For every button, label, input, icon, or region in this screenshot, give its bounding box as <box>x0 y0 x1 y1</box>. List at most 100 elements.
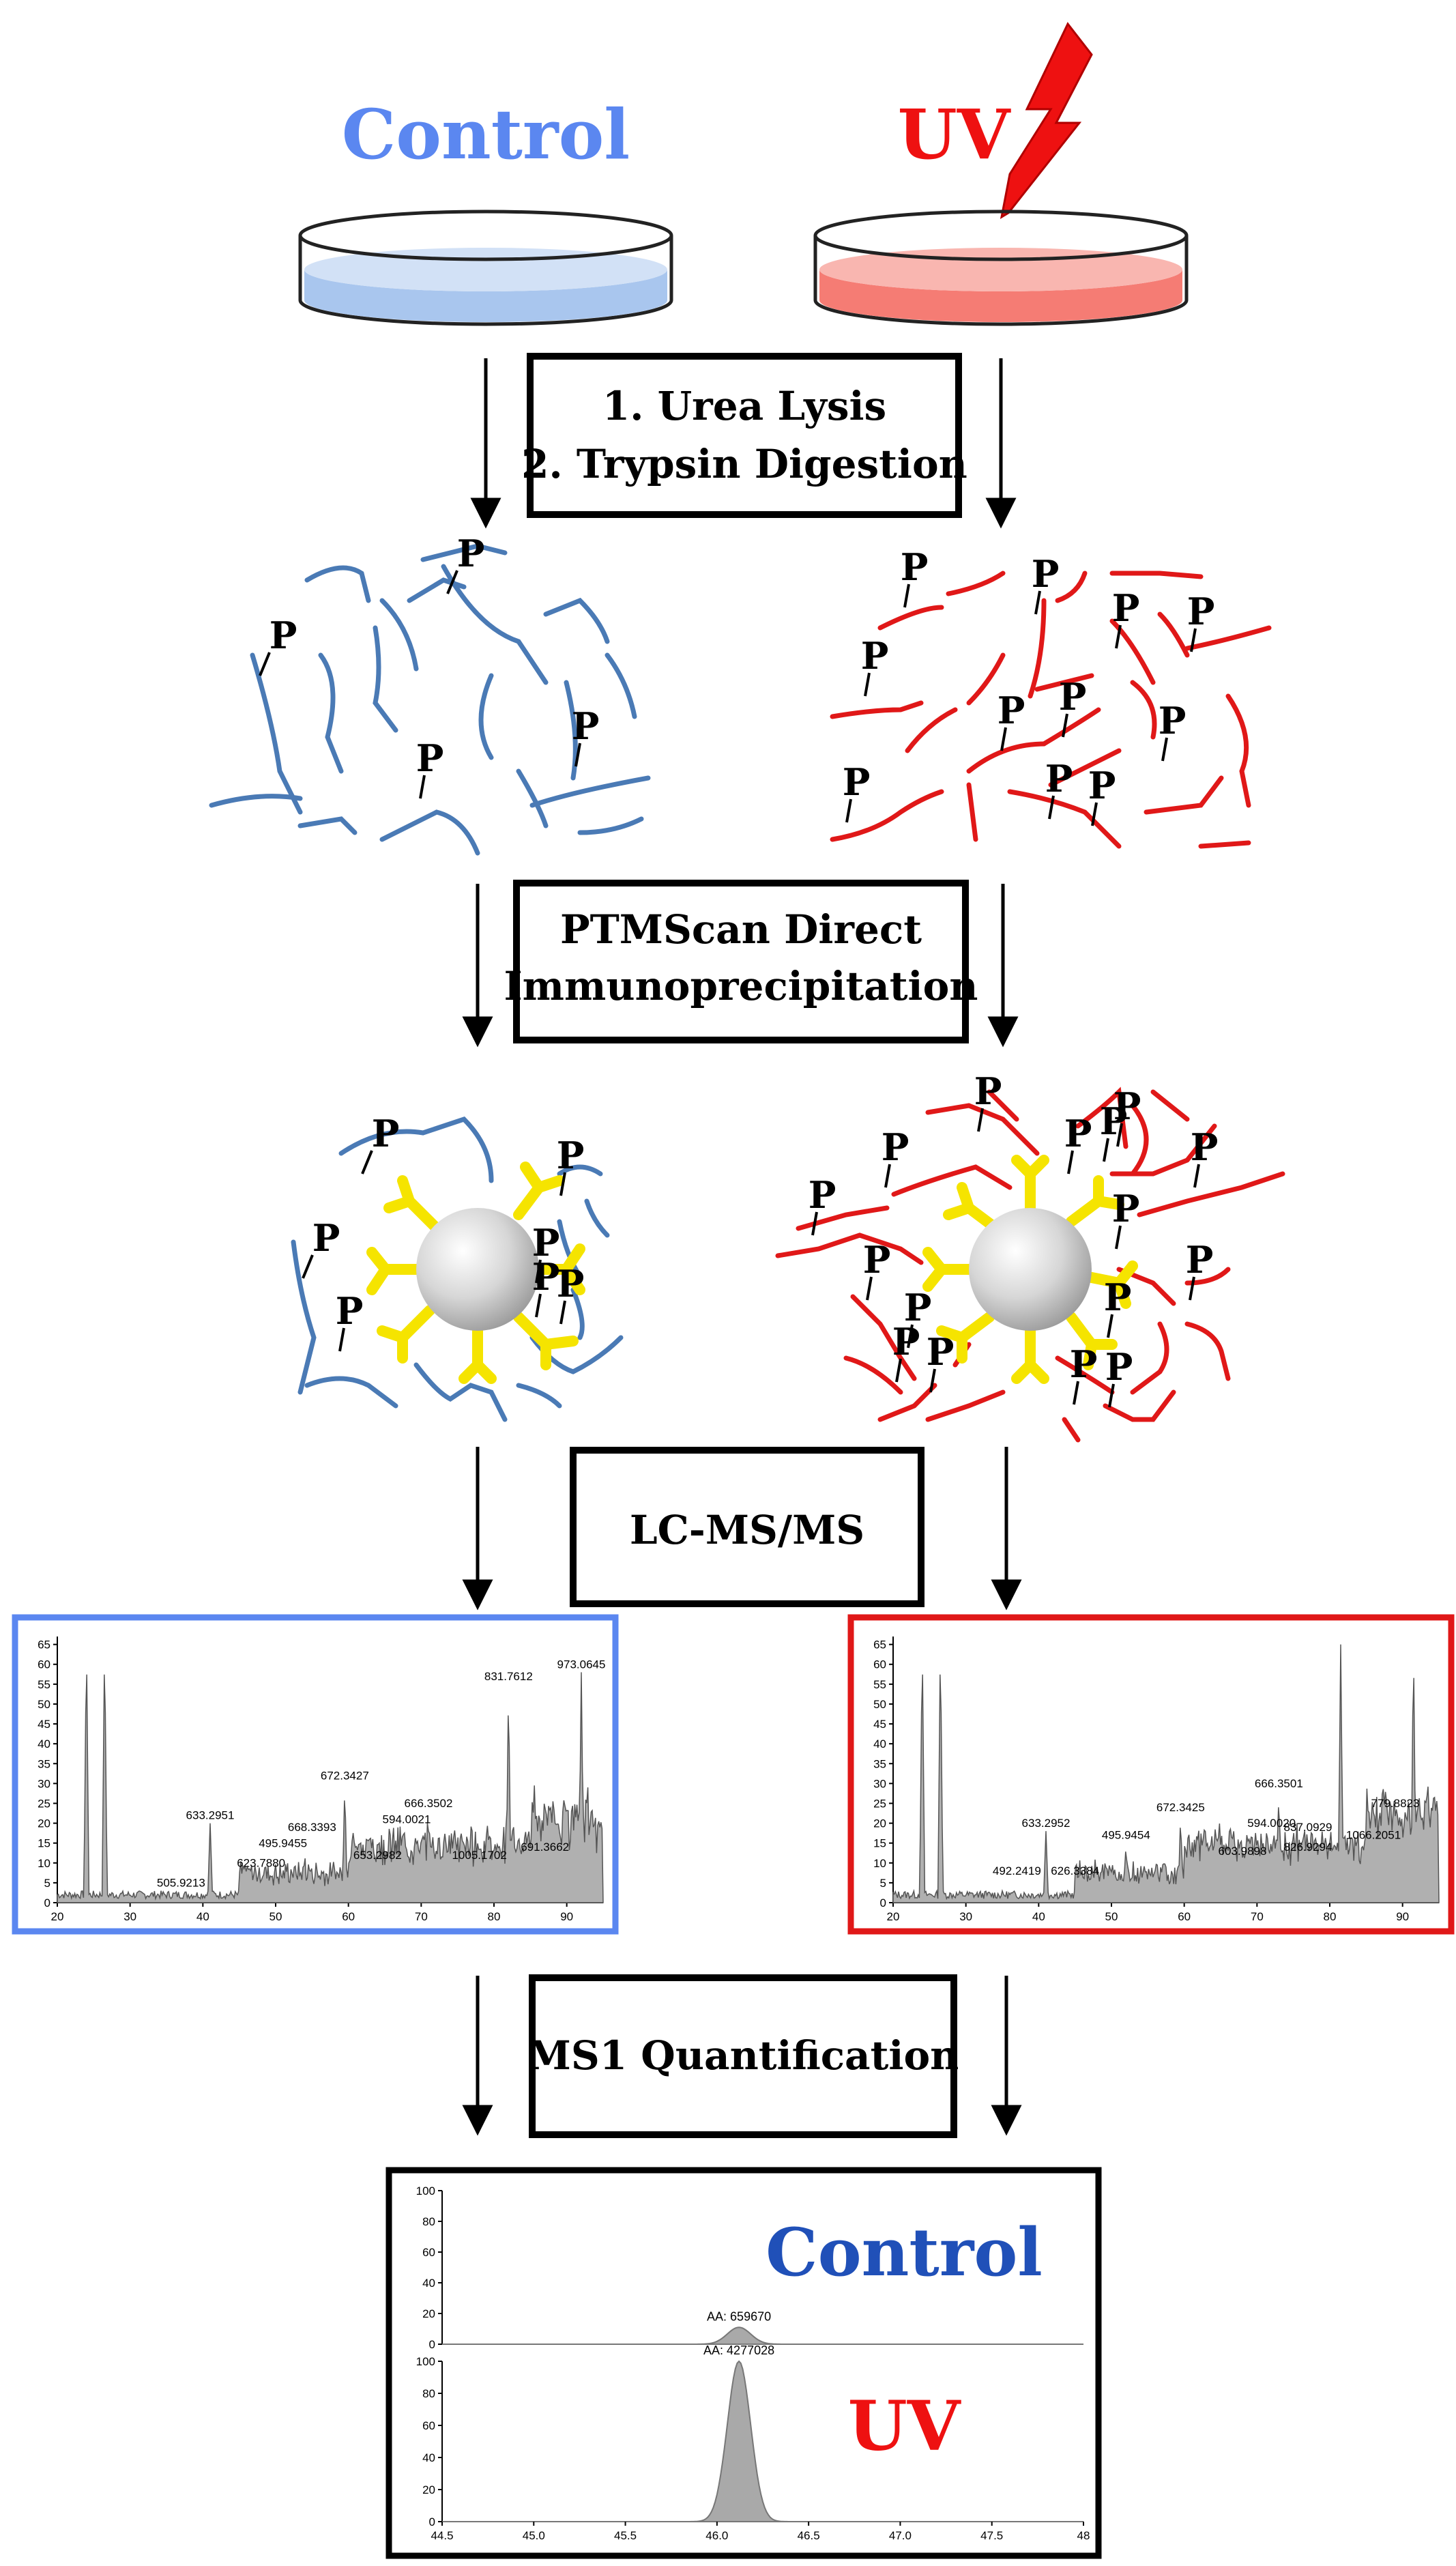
y-tick-label: 60 <box>422 2246 435 2259</box>
phospho-site-marker: P <box>416 736 444 799</box>
phospho-site-marker: P <box>974 1069 1002 1132</box>
phospho-site-marker: P <box>904 1286 932 1349</box>
y-tick-label: 20 <box>873 1817 886 1830</box>
peak-label: 779.8823 <box>1371 1797 1420 1810</box>
x-tick-label: 70 <box>1251 1910 1264 1923</box>
x-tick-label: 20 <box>51 1910 64 1923</box>
y-tick-label: 35 <box>873 1757 886 1770</box>
peak-label: 495.9454 <box>1102 1829 1150 1842</box>
y-tick-label: 65 <box>873 1639 886 1652</box>
x-tick-label: 60 <box>342 1910 355 1923</box>
area-annotation: AA: 4277028 <box>703 2344 774 2357</box>
phospho-site-marker: P <box>1105 1345 1133 1408</box>
phospho-label: P <box>1105 1345 1133 1389</box>
peak-label: 1005.1702 <box>452 1849 506 1862</box>
peak-label: 495.9455 <box>259 1836 307 1849</box>
y-tick-label: 0 <box>44 1897 50 1909</box>
y-tick-label: 80 <box>422 2215 435 2228</box>
phospho-label: P <box>892 1320 920 1364</box>
y-tick-label: 50 <box>873 1698 886 1711</box>
y-tick-label: 30 <box>873 1777 886 1790</box>
control-label: Control <box>342 94 630 175</box>
phospho-label: P <box>532 1221 560 1265</box>
x-tick-label: 90 <box>560 1910 573 1923</box>
peak-label: 603.9898 <box>1219 1845 1267 1858</box>
x-tick-label: 80 <box>488 1910 501 1923</box>
y-tick-label: 25 <box>38 1797 50 1810</box>
phospho-site-marker: P <box>557 1262 584 1325</box>
y-tick-label: 60 <box>422 2419 435 2432</box>
phospho-site-marker: P <box>843 760 871 823</box>
y-tick-label: 45 <box>873 1718 886 1731</box>
y-tick-label: 60 <box>38 1658 50 1671</box>
y-tick-label: 0 <box>429 2338 435 2351</box>
x-tick-label: 60 <box>1178 1910 1191 1923</box>
x-tick-label: 30 <box>959 1910 972 1923</box>
phospho-site-marker: P <box>336 1289 364 1352</box>
chromatogram-trace <box>57 1672 604 1903</box>
phospho-label: P <box>270 614 297 657</box>
y-tick-label: 40 <box>873 1738 886 1750</box>
uv-dish <box>813 210 1189 326</box>
phospho-label: P <box>1159 699 1186 743</box>
peak-label: 672.3425 <box>1156 1801 1205 1814</box>
uv-bead <box>922 1155 1138 1384</box>
phospho-site-marker: P <box>998 689 1025 751</box>
y-tick-label: 20 <box>422 2483 435 2496</box>
x-tick-label: 20 <box>887 1910 900 1923</box>
peak-label: 666.3502 <box>405 1797 453 1810</box>
y-tick-label: 5 <box>44 1877 50 1890</box>
uv-label: UV <box>898 94 1011 175</box>
phospho-site-marker: P <box>882 1125 909 1188</box>
step-lcms-label: LC-MS/MS <box>630 1507 864 1553</box>
phospho-label: P <box>336 1289 364 1333</box>
x-tick-label: 50 <box>1105 1910 1118 1923</box>
area-annotation: AA: 659670 <box>707 2309 771 2323</box>
phospho-site-marker: P <box>1186 1238 1213 1301</box>
y-tick-label: 40 <box>38 1738 50 1750</box>
x-tick-label: 45.0 <box>523 2529 545 2542</box>
peak-label: 594.0020 <box>1247 1817 1296 1830</box>
control-dish <box>298 210 673 326</box>
x-tick-label: 30 <box>123 1910 136 1923</box>
step-ptmscan-line: PTMScan Direct <box>560 906 922 953</box>
phospho-label: P <box>861 634 889 678</box>
phospho-site-marker: P <box>809 1173 836 1236</box>
chromatogram-trace <box>892 1644 1440 1903</box>
peak-label: 666.3501 <box>1255 1777 1303 1790</box>
y-tick-label: 20 <box>422 2307 435 2320</box>
phospho-label: P <box>1187 590 1215 633</box>
quant-peak <box>442 2326 1083 2345</box>
phospho-label: P <box>1112 1187 1140 1230</box>
phospho-site-marker: P <box>861 634 889 697</box>
phospho-label: P <box>1191 1125 1219 1169</box>
phospho-label: P <box>809 1173 836 1217</box>
peak-label: 492.2419 <box>993 1864 1041 1877</box>
phospho-label: P <box>998 689 1025 732</box>
phospho-label: P <box>843 760 871 804</box>
phospho-label: P <box>557 1134 585 1177</box>
phospho-label: P <box>904 1286 932 1329</box>
peak-label: 633.2952 <box>1022 1817 1071 1830</box>
lightning-icon <box>1000 22 1093 220</box>
phospho-label: P <box>1088 764 1116 807</box>
phospho-label: P <box>1059 675 1087 719</box>
x-tick-label: 40 <box>1032 1910 1045 1923</box>
quant-peak <box>442 2360 1083 2522</box>
phospho-label: P <box>1045 757 1073 801</box>
phospho-site-marker: P <box>1070 1342 1097 1405</box>
x-tick-label: 48 <box>1077 2529 1090 2542</box>
phospho-label: P <box>1064 1112 1092 1155</box>
x-tick-label: 45.5 <box>614 2529 637 2542</box>
phospho-site-marker: P <box>927 1330 954 1393</box>
peak-label: 594.0021 <box>383 1813 431 1826</box>
y-tick-label: 15 <box>873 1837 886 1850</box>
y-tick-label: 50 <box>38 1698 50 1711</box>
phospho-label: P <box>416 736 444 780</box>
phospho-site-marker: P <box>1088 764 1116 826</box>
y-tick-label: 55 <box>873 1678 886 1691</box>
